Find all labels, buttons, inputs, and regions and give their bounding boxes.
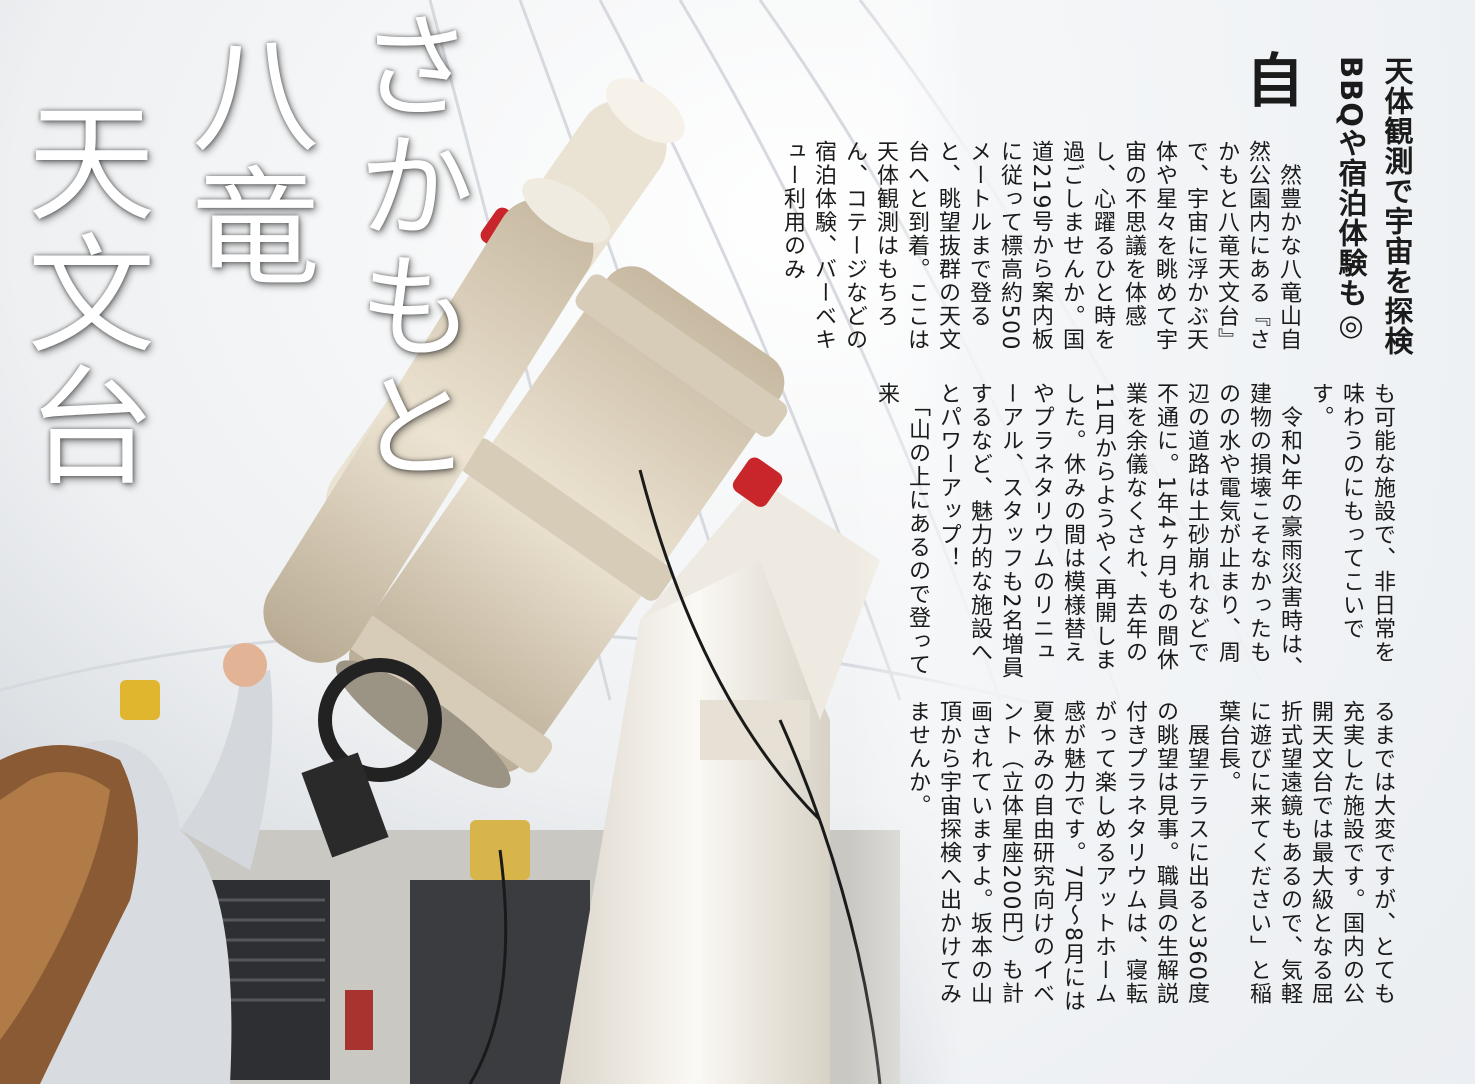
article-block-1: 然豊かな八竜山自然公園内にある『さかもと八竜天文台』で、宇宙に浮かぶ天体や星々を…: [780, 140, 1301, 352]
headline-line-2: BBQや宿泊体験も◎: [1334, 56, 1368, 343]
observer-person: [0, 643, 273, 1084]
guide-scope: [263, 178, 611, 663]
telescope-pier: [560, 560, 830, 1084]
text-panel-background: [850, 0, 1475, 1084]
drop-cap: 自: [1236, 50, 1304, 108]
emergency-switch: [345, 990, 373, 1050]
article-block-2: も可能な施設で、非日常を味わうのにもってこいです。 令和2年の豪雨災害時は、建物…: [874, 382, 1395, 680]
focuser-wheel: [318, 658, 442, 782]
title-line-1: さかもと: [338, 6, 473, 486]
title-line-3: 天文台: [5, 96, 154, 492]
room-door: [410, 880, 590, 1084]
title-line-2: 八竜: [169, 28, 318, 292]
article-block-3: るまでは大変ですが、とても充実した施設です。国内の公開天文台では最大級となる屈折…: [905, 700, 1395, 1013]
finder-box: [120, 680, 160, 720]
telescope-mount: [640, 480, 880, 720]
eyepiece: [301, 752, 389, 858]
headline-line-1: 天体観測で宇宙を探検: [1380, 56, 1414, 356]
